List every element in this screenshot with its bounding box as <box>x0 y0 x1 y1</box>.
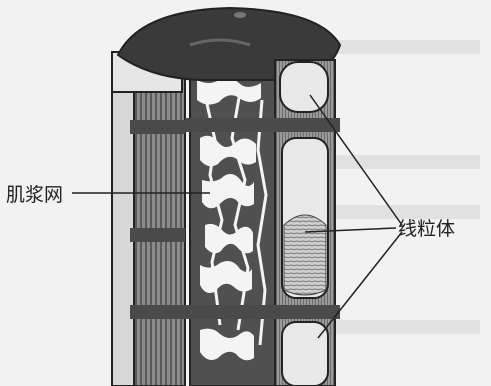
mitochondrion-middle <box>282 138 328 298</box>
mitochondrion-top <box>280 62 328 112</box>
label-mitochondria: 线粒体 <box>398 214 455 241</box>
sarcoplasmic-reticulum-network <box>185 70 280 386</box>
mitochondrion-bottom <box>282 322 328 386</box>
myofibril-left <box>112 40 185 386</box>
background-texture <box>330 40 480 334</box>
label-sarcoplasmic-reticulum: 肌浆网 <box>6 180 63 207</box>
